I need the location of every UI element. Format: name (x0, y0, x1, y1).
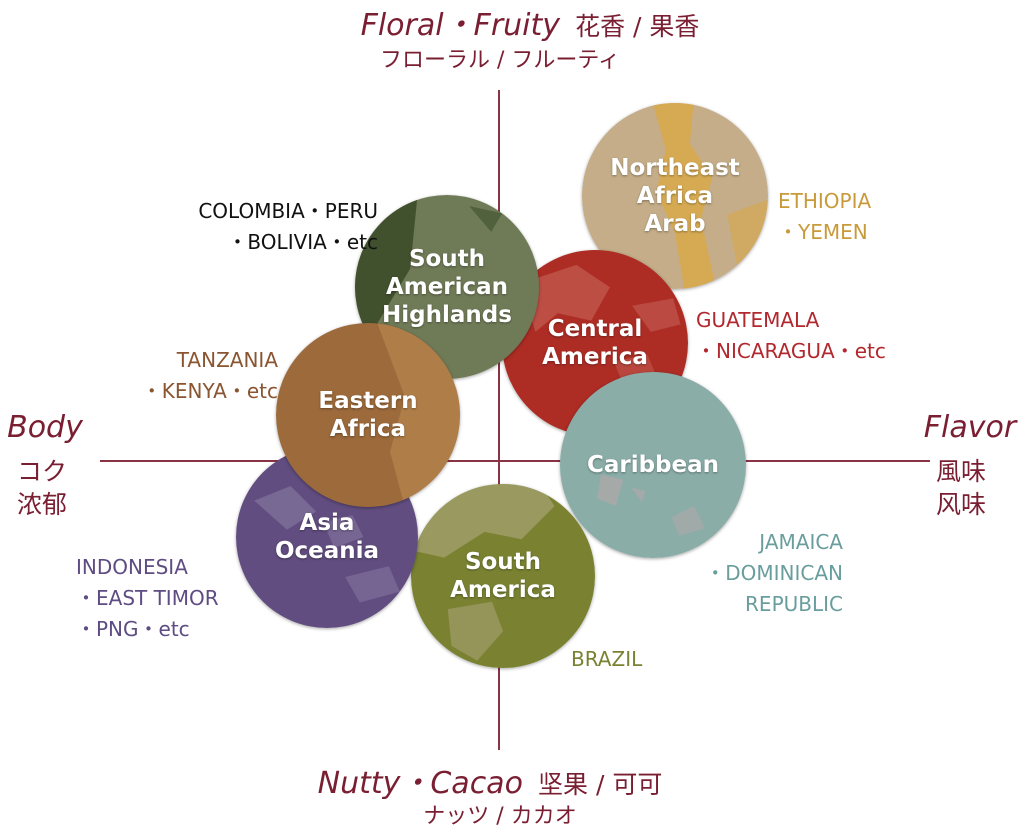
axis-label-bottom: Nutty・Cacao 坚果 / 可可 (280, 758, 700, 802)
axis-left-ja: コク (16, 457, 67, 486)
region-circle-caribbean: Caribbean (560, 372, 746, 558)
region-name: Caribbean (586, 451, 720, 478)
country-list-eastern-africa: TANZANIA ・KENYA・etc (141, 348, 278, 403)
axis-bottom-zh: 坚果 / 可可 (538, 770, 663, 799)
axis-right-en: Flavor (923, 410, 1017, 445)
axis-top-zh: 花香 / 果香 (575, 12, 700, 41)
region-name: South America (450, 548, 556, 603)
region-circle-eastern-africa: Eastern Africa (276, 323, 460, 507)
region-name: Northeast Africa Arab (610, 154, 740, 238)
country-list-south-american-highlands: COLOMBIA・PERU ・BOLIVIA・etc (198, 199, 378, 254)
axis-top-ja: フローラル / フルーティ (379, 48, 621, 73)
axis-bottom-en: Nutty・Cacao (317, 766, 523, 801)
axis-bottom-ja: ナッツ / カカオ (423, 804, 577, 829)
country-list-northeast-africa-arab: ETHIOPIA ・YEMEN (778, 189, 872, 244)
country-list-caribbean: JAMAICA ・DOMINICAN REPUBLIC (705, 530, 843, 616)
map-texture-icon (276, 323, 460, 507)
axis-left-en: Body (7, 410, 83, 445)
horizontal-axis-line (100, 460, 930, 462)
axis-top-en: Floral・Fruity (360, 8, 561, 43)
vertical-axis-line (498, 90, 500, 750)
axis-right-zh: 风味 (935, 490, 986, 519)
country-list-asia-oceania: INDONESIA ・EAST TIMOR ・PNG・etc (76, 555, 219, 641)
axis-left-zh: 浓郁 (16, 490, 67, 519)
region-name: Central America (542, 315, 648, 370)
axis-right-ja: 風味 (935, 457, 986, 486)
country-list-central-america: GUATEMALA ・NICARAGUA・etc (696, 308, 886, 363)
map-texture-icon (411, 484, 595, 668)
region-name: Asia Oceania (274, 509, 380, 564)
region-circle-south-america: South America (411, 484, 595, 668)
region-name: Eastern Africa (318, 387, 418, 442)
axis-label-top: Floral・Fruity 花香 / 果香 (320, 0, 740, 44)
country-list-south-america: BRAZIL (571, 647, 643, 671)
